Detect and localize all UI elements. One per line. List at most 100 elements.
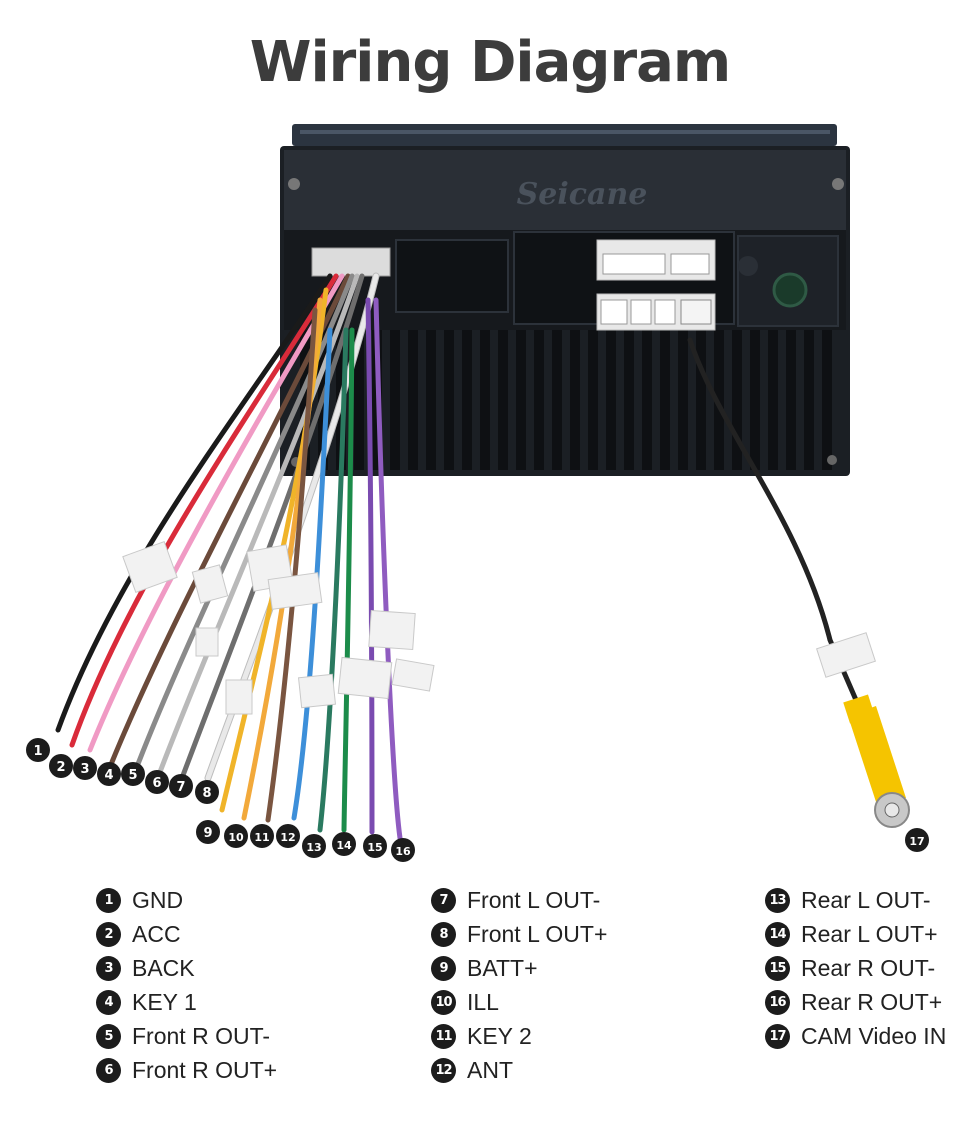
legend-item: 5 Front R OUT- [96,1019,277,1053]
wire-badge-16: 16 [391,838,415,862]
wire-number-badges: 1 2 3 4 5 6 7 8 9 10 11 12 13 14 15 16 1… [26,738,929,862]
legend-label: ACC [132,920,181,947]
connector-top [596,239,716,281]
svg-text:4: 4 [104,768,113,783]
legend-item: 7 Front L OUT- [431,883,607,917]
legend-item: 11 KEY 2 [431,1019,607,1053]
connector-bottom [596,293,716,331]
legend-number: 8 [431,921,456,947]
svg-text:17: 17 [909,835,924,848]
legend-item: 12 ANT [431,1053,607,1087]
legend-number: 13 [765,887,790,913]
legend-number: 16 [765,989,790,1015]
legend-label: Rear R OUT- [801,954,936,981]
legend-item: 1 GND [96,883,277,917]
legend-label: BATT+ [467,954,538,981]
legend-item: 2 ACC [96,917,277,951]
wire-badge-13: 13 [302,834,326,858]
legend-number: 2 [96,921,121,947]
wire-7 [179,273,365,781]
brand-logo: Seicane [517,177,648,212]
wire-badge-4: 4 [97,762,121,786]
wire-badge-12: 12 [276,824,300,848]
svg-text:1: 1 [33,744,42,759]
wire-badge-1: 1 [26,738,50,762]
legend-label: CAM Video IN [801,1022,947,1049]
legend-number: 10 [431,989,456,1015]
svg-text:3: 3 [80,762,89,777]
legend-label: Rear R OUT+ [801,988,943,1015]
legend-label: Front R OUT- [132,1022,271,1049]
legend-number: 11 [431,1023,456,1049]
svg-text:9: 9 [203,826,212,841]
wire-badge-8: 8 [195,780,219,804]
legend-column-2: 7 Front L OUT- 8 Front L OUT+ 9 BATT+ 10 ILL… [431,883,607,1087]
legend-number: 5 [96,1023,121,1049]
legend-label: KEY 1 [132,988,197,1015]
wires [55,272,859,841]
wire-badge-14: 14 [332,832,356,856]
legend-label: Rear L OUT+ [801,920,938,947]
legend-number: 17 [765,1023,790,1049]
wire-badge-10: 10 [224,824,248,848]
legend-item: 8 Front L OUT+ [431,917,607,951]
wire-17 [687,337,859,703]
svg-text:2: 2 [56,760,65,775]
wire-badge-15: 15 [363,834,387,858]
legend-number: 7 [431,887,456,913]
svg-text:12: 12 [280,831,295,844]
wire-14 [341,327,355,833]
svg-text:8: 8 [202,786,211,801]
wire-tags [122,540,876,715]
legend-label: BACK [132,954,195,981]
page-title: Wiring Diagram [249,30,732,95]
legend-number: 15 [765,955,790,981]
svg-text:10: 10 [228,831,244,844]
legend-item: 3 BACK [96,951,277,985]
legend-label: ILL [467,988,499,1015]
wire-2 [69,273,339,748]
legend-label: Front R OUT+ [132,1056,278,1083]
wire-badge-17: 17 [905,828,929,852]
wire-3 [87,273,345,753]
wire-12 [291,327,333,821]
svg-text:11: 11 [254,831,269,844]
wire-badge-7: 7 [169,774,193,798]
legend-number: 12 [431,1057,456,1083]
svg-text:6: 6 [152,776,161,791]
legend-item: 9 BATT+ [431,951,607,985]
wire-badge-5: 5 [121,762,145,786]
legend-number: 14 [765,921,790,947]
legend-item: 17 CAM Video IN [765,1019,946,1053]
legend-label: Front L OUT- [467,886,601,913]
legend-number: 1 [96,887,121,913]
wire-15 [365,297,375,835]
wire-badge-3: 3 [73,756,97,780]
wire-badge-2: 2 [49,754,73,778]
wire-badge-6: 6 [145,770,169,794]
wire-13 [317,327,349,833]
legend-label: GND [132,886,184,913]
legend-item: 14 Rear L OUT+ [765,917,946,951]
legend-item: 4 KEY 1 [96,985,277,1019]
wire-badge-9: 9 [196,820,220,844]
legend-label: KEY 2 [467,1022,532,1049]
legend-label: ANT [467,1056,513,1083]
legend-number: 9 [431,955,456,981]
legend-label: Front L OUT+ [467,920,608,947]
legend-item: 16 Rear R OUT+ [765,985,946,1019]
svg-text:13: 13 [306,841,321,854]
wire-badge-11: 11 [250,824,274,848]
legend-item: 10 ILL [431,985,607,1019]
svg-text:16: 16 [395,845,411,858]
wire-1 [55,273,333,733]
svg-text:7: 7 [176,780,185,795]
legend-number: 4 [96,989,121,1015]
legend-number: 3 [96,955,121,981]
svg-text:14: 14 [336,839,352,852]
